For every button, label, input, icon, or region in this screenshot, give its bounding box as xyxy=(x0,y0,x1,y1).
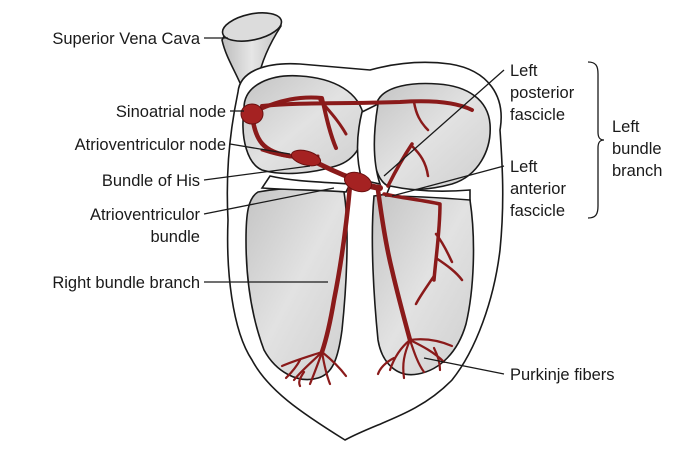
label-atrioventricular-bundle-line2: bundle xyxy=(150,228,200,246)
label-bundle-of-his: Bundle of His xyxy=(102,172,200,190)
label-left-posterior-line2: posterior xyxy=(510,84,575,102)
label-left-posterior-line3: fascicle xyxy=(510,106,565,124)
label-left-bundle-line3: branch xyxy=(612,162,662,180)
label-atrioventricular-node: Atrioventriculor node xyxy=(75,136,226,154)
label-atrioventricular-bundle-line1: Atrioventriculor xyxy=(90,206,201,224)
label-left-anterior-line3: fascicle xyxy=(510,202,565,220)
sinoatrial-node-shape xyxy=(241,104,263,124)
label-sinoatrial-node: Sinoatrial node xyxy=(116,103,226,121)
label-left-bundle-line2: bundle xyxy=(612,140,662,158)
label-left-anterior-line1: Left xyxy=(510,158,538,176)
label-left-bundle-line1: Left xyxy=(612,118,640,136)
label-left-posterior-line1: Left xyxy=(510,62,538,80)
label-right-bundle-branch: Right bundle branch xyxy=(52,274,200,292)
vena-cava-opening xyxy=(220,8,284,46)
label-purkinje-fibers: Purkinje fibers xyxy=(510,366,615,384)
label-left-anterior-line2: anterior xyxy=(510,180,566,198)
label-superior-vena-cava: Superior Vena Cava xyxy=(52,30,201,48)
